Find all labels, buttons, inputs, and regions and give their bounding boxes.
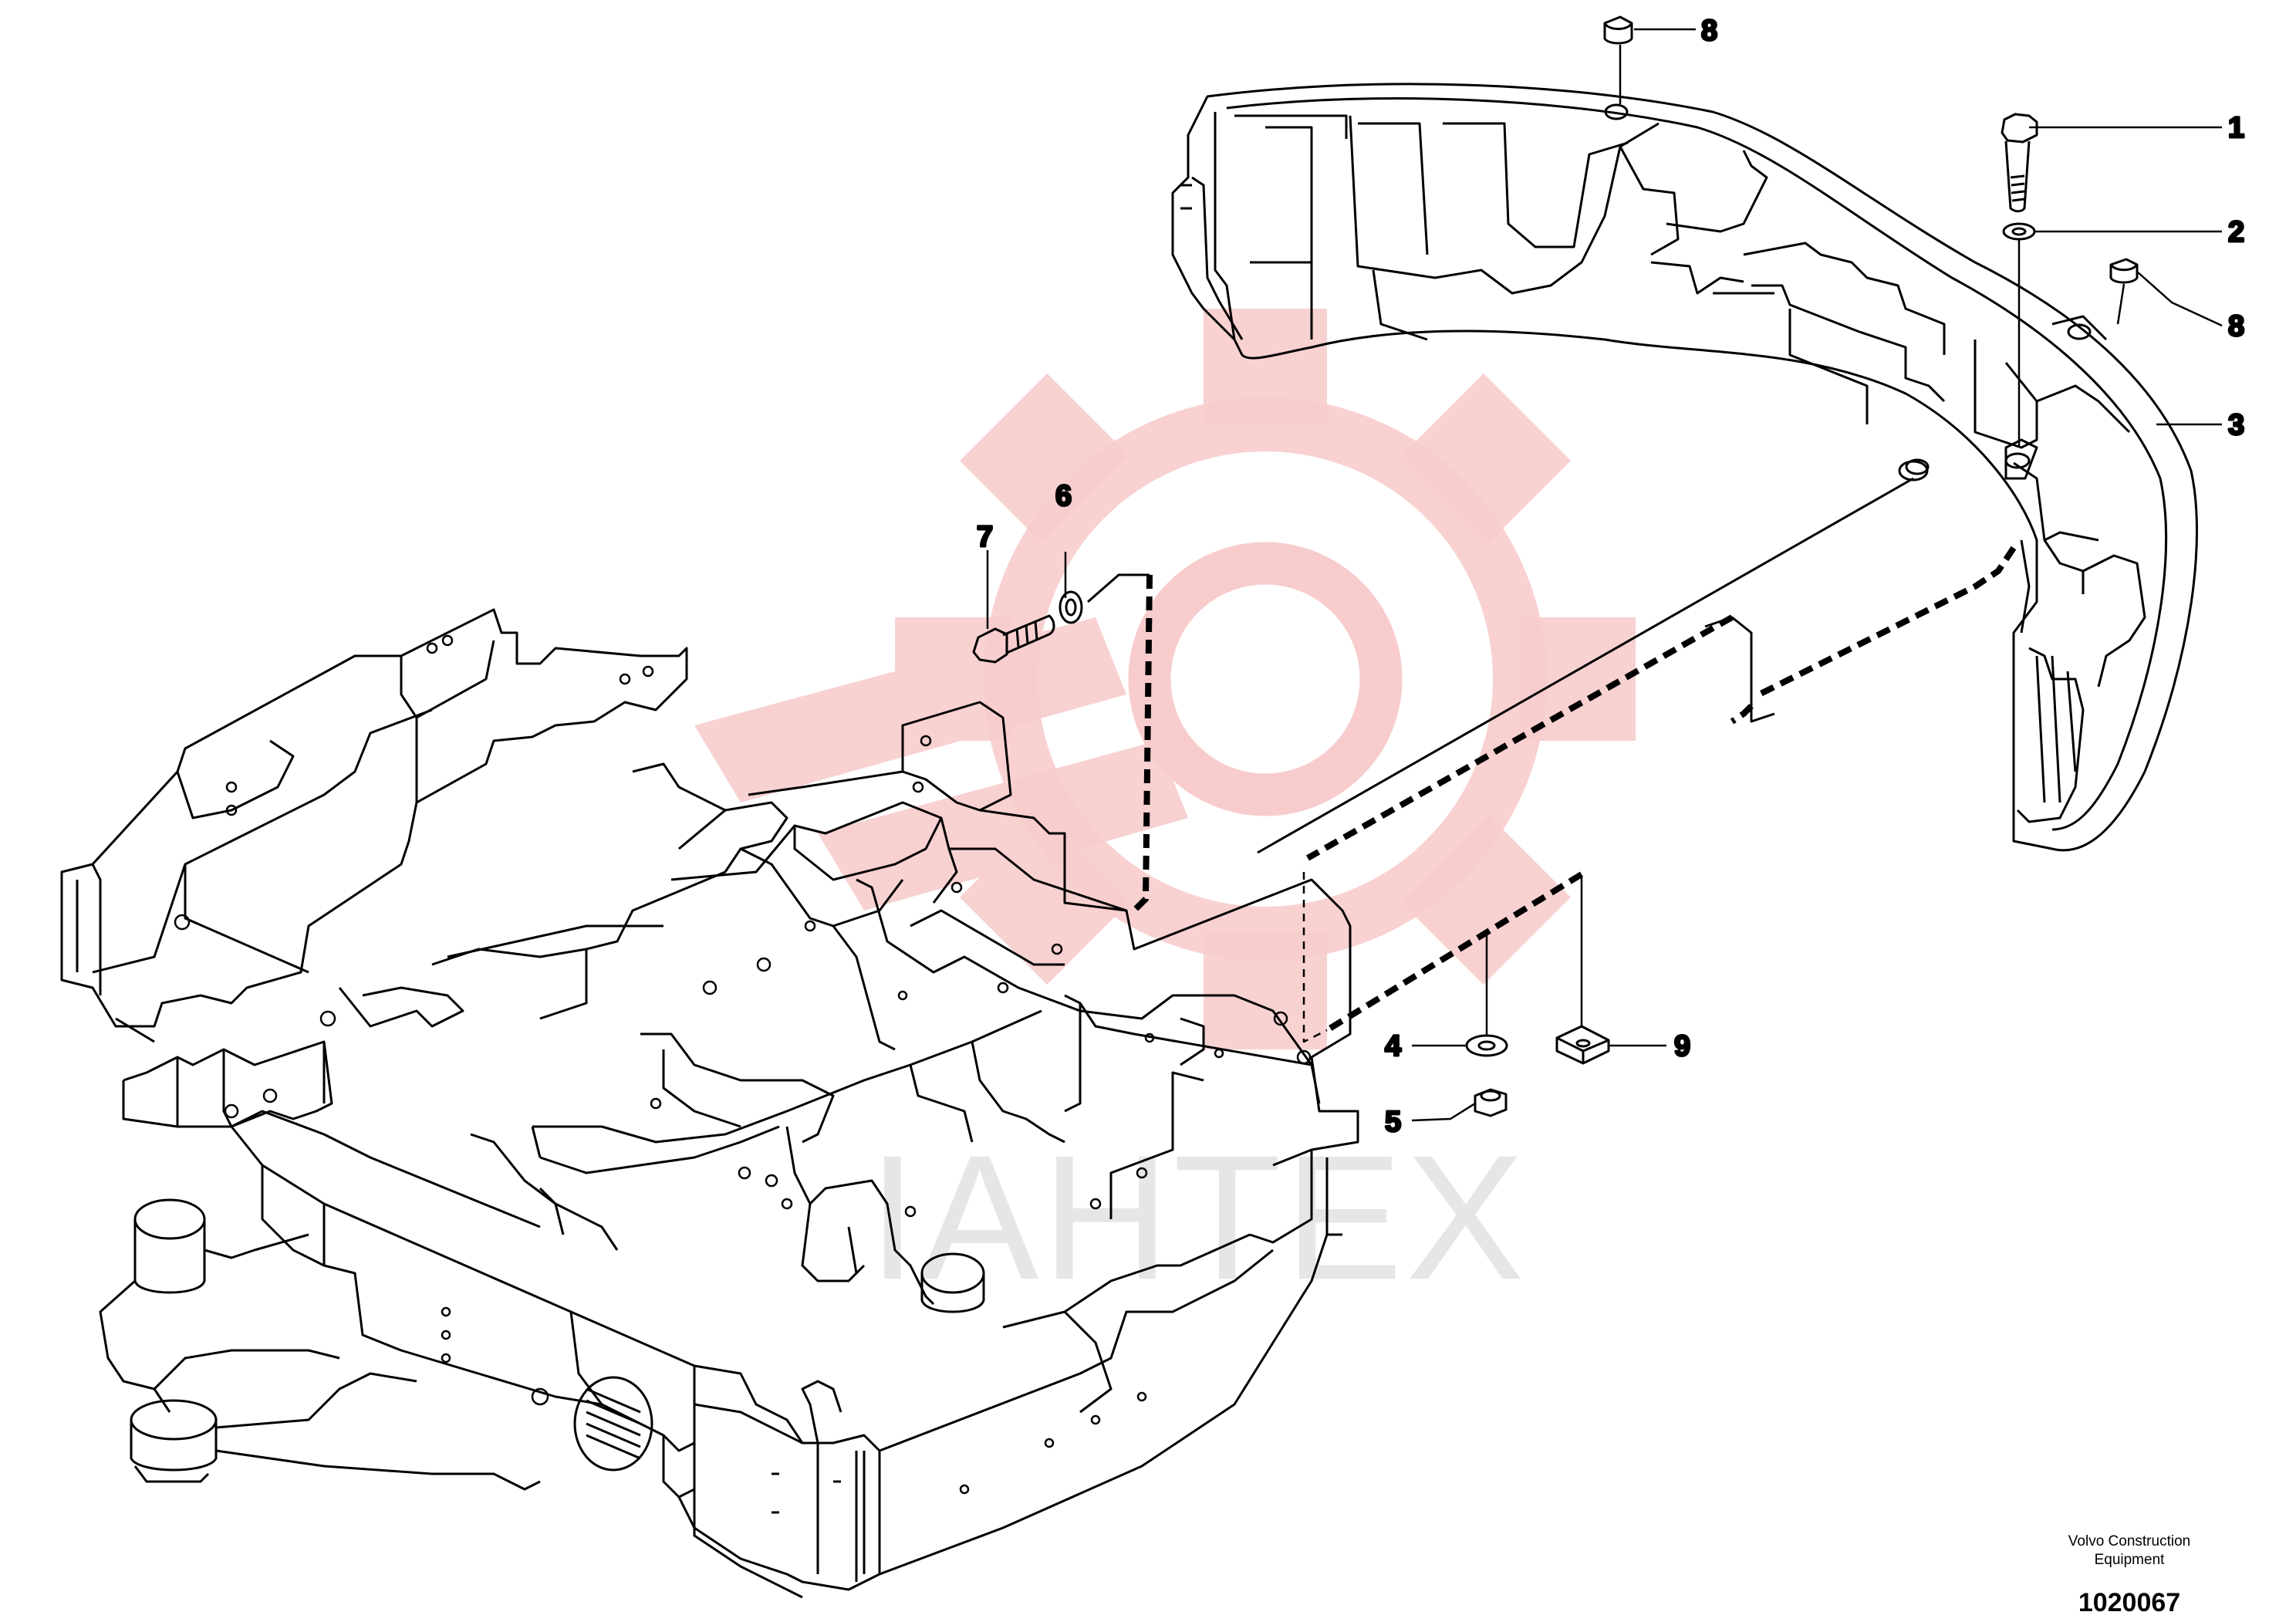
washer-6 xyxy=(1059,590,1083,624)
callout-8-top: 8 xyxy=(1701,15,1717,47)
frame-holes xyxy=(174,634,1312,1495)
watermark-text: IAHTEX xyxy=(868,1118,1528,1316)
bolt-short xyxy=(972,614,1055,664)
manufacturer-credit: Volvo Construction Equipment xyxy=(2037,1532,2222,1570)
callout-2: 2 xyxy=(2228,216,2244,248)
callout-6: 6 xyxy=(1055,480,1072,512)
counterweight xyxy=(1171,83,2198,852)
callout-5: 5 xyxy=(1385,1106,1401,1138)
callout-3: 3 xyxy=(2228,409,2244,441)
callout-8-right: 8 xyxy=(2228,310,2244,343)
credit-line-2: Equipment xyxy=(2094,1552,2165,1568)
document-number: 1020067 xyxy=(2078,1588,2181,1617)
washer-4 xyxy=(1465,1034,1508,1057)
callout-4: 4 xyxy=(1385,1030,1401,1063)
flange-nut xyxy=(1474,1088,1508,1117)
callout-7: 7 xyxy=(977,521,993,553)
credit-line-1: Volvo Construction xyxy=(2068,1533,2191,1549)
callout-1: 1 xyxy=(2228,112,2244,144)
callout-9: 9 xyxy=(1674,1030,1690,1063)
cap-nut-top xyxy=(1603,15,1633,45)
leader-lines xyxy=(986,28,2223,1122)
washer-top xyxy=(2002,222,2036,241)
upper-frame xyxy=(60,608,1359,1599)
bolt-long xyxy=(2001,113,2038,213)
cap-nut-right xyxy=(2109,258,2139,284)
square-nut xyxy=(1555,1025,1610,1065)
